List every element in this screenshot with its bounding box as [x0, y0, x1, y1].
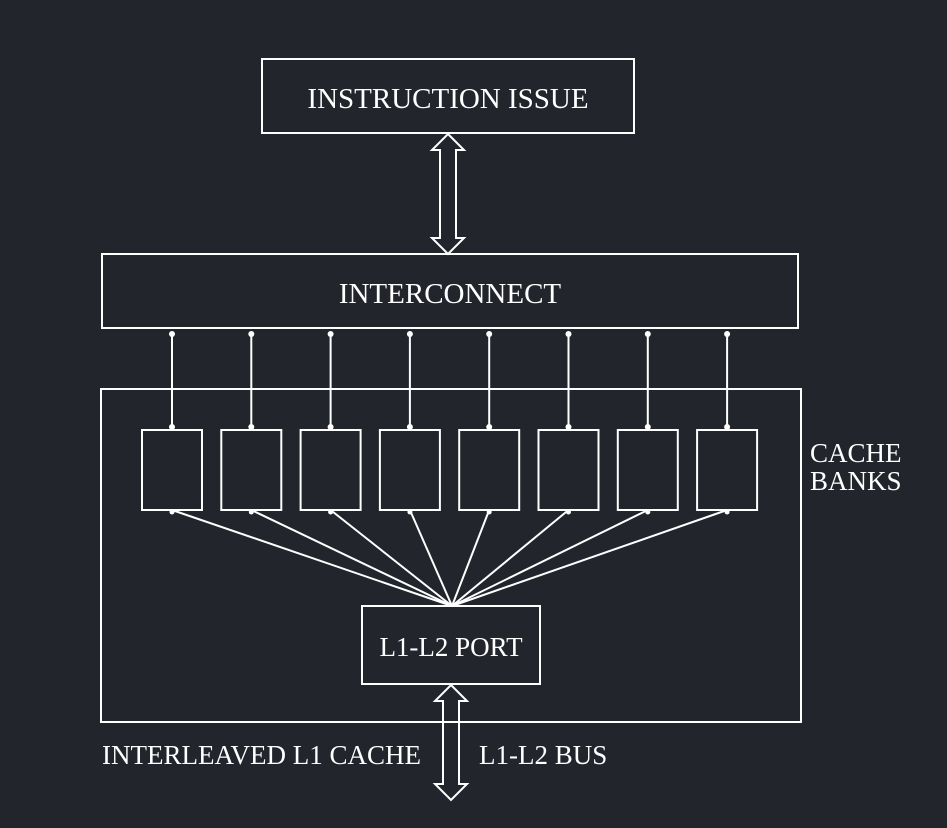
- interconnect-link-endpoint-3: [327, 331, 334, 337]
- issue-interconnect-double-arrow: [429, 132, 467, 256]
- bank-port-endpoint-3: [328, 509, 334, 515]
- interconnect-link-endpoint-8: [724, 331, 731, 337]
- bank-link-endpoint-4: [406, 424, 413, 430]
- cache-banks-label-line1: CACHE: [810, 438, 902, 468]
- bank-port-endpoint-5: [486, 509, 492, 515]
- bank-port-link-5: [451, 509, 491, 607]
- bank-port-link-8: [451, 509, 728, 607]
- l1-l2-bus-label: L1-L2 BUS: [479, 740, 607, 770]
- bank-port-link-1: [171, 509, 453, 607]
- bank-port-link-2: [250, 509, 453, 607]
- interconnect-link-endpoint-2: [248, 331, 255, 337]
- cache-banks-label-line2: BANKS: [810, 466, 902, 496]
- bank-link-endpoint-6: [565, 424, 572, 430]
- cache-bank-6: [537, 429, 600, 511]
- interconnect-link-endpoint-4: [406, 331, 413, 337]
- interconnect-label: INTERCONNECT: [339, 278, 562, 310]
- interconnect-link-endpoint-5: [486, 331, 493, 337]
- bank-port-link-6: [451, 509, 570, 607]
- bank-port-link-3: [329, 509, 453, 607]
- bank-link-endpoint-8: [724, 424, 731, 430]
- bank-port-endpoint-6: [566, 509, 571, 515]
- bank-link-endpoint-2: [248, 424, 255, 430]
- interconnect-link-endpoint-7: [644, 331, 651, 337]
- bank-link-endpoint-7: [644, 424, 651, 430]
- cache-bank-1: [141, 429, 203, 511]
- interconnect-link-endpoint-6: [565, 331, 572, 337]
- interconnect-link-endpoint-1: [169, 331, 175, 337]
- interleaved-l1-cache-box: [100, 388, 802, 723]
- l1-l2-bus-double-arrow: [432, 683, 470, 802]
- interconnect-box: [101, 253, 799, 329]
- bank-link-endpoint-3: [327, 424, 334, 430]
- bank-port-endpoint-2: [248, 509, 254, 515]
- bank-port-endpoint-8: [724, 509, 730, 515]
- bank-link-endpoint-5: [486, 424, 493, 430]
- cache-bank-8: [696, 429, 759, 511]
- bank-links-group: [169, 331, 731, 430]
- bank-link-endpoint-1: [169, 424, 175, 430]
- l1-l2-port-label: L1-L2 PORT: [379, 632, 523, 662]
- bank-port-endpoint-4: [407, 509, 413, 515]
- bank-port-endpoint-7: [645, 509, 651, 515]
- cache-banks-group: [141, 429, 759, 511]
- cache-bank-5: [458, 429, 521, 511]
- instruction-issue-label: INSTRUCTION ISSUE: [307, 83, 588, 115]
- bank-port-endpoint-1: [169, 509, 175, 515]
- cache-bank-2: [220, 429, 283, 511]
- cache-bank-7: [616, 429, 679, 511]
- interleaved-l1-cache-label: INTERLEAVED L1 CACHE: [102, 740, 421, 770]
- cache-bank-4: [378, 429, 441, 511]
- bank-port-link-7: [451, 509, 649, 607]
- port-links-group: [169, 509, 730, 607]
- cache-bank-3: [299, 429, 362, 511]
- bank-port-link-4: [408, 509, 453, 607]
